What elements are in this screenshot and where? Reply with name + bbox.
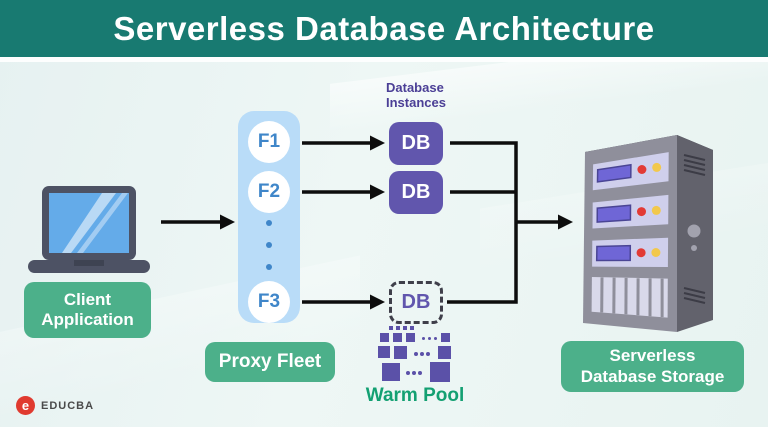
educba-logo: e EDUCBA [16, 396, 94, 415]
heading-line1: Database [386, 80, 444, 95]
ellipsis-dot [266, 264, 272, 270]
proxy-instance-f2: F2 [248, 171, 290, 213]
proxy-fleet-label: Proxy Fleet [205, 342, 335, 382]
proxy-fleet-panel: F1 F2 F3 [238, 111, 300, 323]
serverless-database-storage-label: Serverless Database Storage [561, 341, 744, 392]
client-line1: Client [63, 289, 112, 309]
proxy-instance-f1: F1 [248, 121, 290, 163]
database-instances-heading: Database Instances [386, 80, 458, 111]
arrowhead [220, 214, 235, 230]
server-icon [583, 135, 713, 332]
warm-pool-db: DB [389, 281, 443, 324]
educba-logo-icon: e [16, 396, 35, 415]
proxy-instance-f3: F3 [248, 281, 290, 323]
storage-line2: Database Storage [580, 366, 725, 386]
heading-line2: Instances [386, 95, 446, 111]
storage-line1: Serverless [609, 346, 696, 366]
client-application-label: Client Application [24, 282, 151, 338]
laptop-icon [28, 186, 150, 273]
db-instance-1: DB [389, 122, 443, 165]
educba-logo-text: EDUCBA [41, 399, 95, 412]
arrowhead [370, 294, 385, 310]
header-divider [0, 57, 768, 62]
title-bar: Serverless Database Architecture [0, 0, 768, 57]
warm-pool-pattern [377, 326, 455, 384]
page-title: Serverless Database Architecture [113, 9, 655, 47]
client-line2: Application [41, 310, 134, 329]
warm-pool-label: Warm Pool [365, 385, 465, 406]
proxy-fleet-text: Proxy Fleet [218, 350, 322, 372]
arrowhead [370, 184, 385, 200]
connector-db-bus [447, 141, 518, 304]
db-instance-2: DB [389, 171, 443, 214]
ellipsis-dot [266, 242, 272, 248]
ellipsis-dot [266, 220, 272, 226]
arrowhead [370, 135, 385, 151]
